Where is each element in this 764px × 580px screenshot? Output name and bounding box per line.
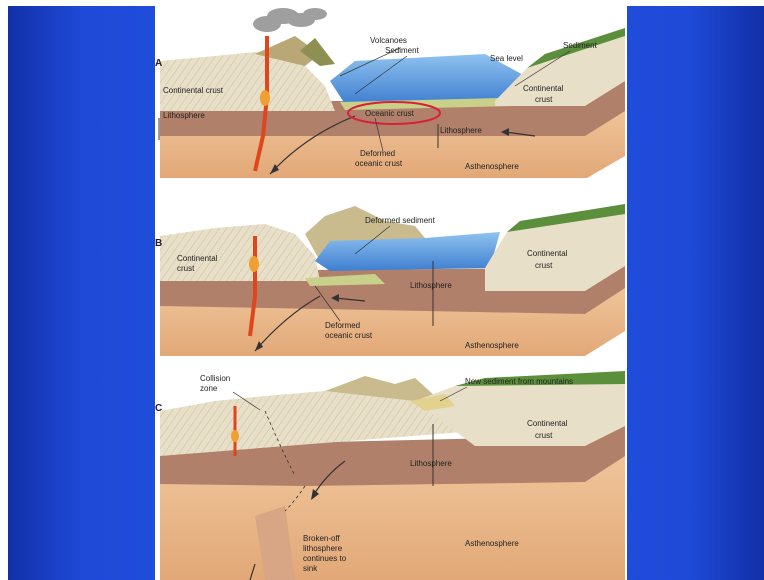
- label-collision-2: zone: [200, 384, 218, 393]
- panel-divider-1: [155, 182, 627, 185]
- label-sea-level: Sea level: [490, 54, 523, 63]
- label-continental-left-1: Continental: [177, 254, 218, 263]
- label-lithosphere-c: Lithosphere: [410, 459, 452, 468]
- label-continental-right-2: crust: [535, 261, 553, 270]
- label-deformed-sediment: Deformed sediment: [365, 216, 436, 225]
- label-continental-c-2: crust: [535, 431, 553, 440]
- panel-c-letter: C: [155, 403, 162, 414]
- diagram-slide: A Volcanoes Sediment Sediment Sea level …: [155, 6, 627, 580]
- label-lithosphere-b: Lithosphere: [410, 281, 452, 290]
- label-deformed-2: oceanic crust: [355, 159, 403, 168]
- panel-c: C Collision zone New sediment from mount…: [155, 371, 625, 580]
- label-continental-right-1: Continental: [527, 249, 568, 258]
- panel-a: A Volcanoes Sediment Sediment Sea level …: [155, 8, 625, 178]
- label-broken-2: lithosphere: [303, 544, 343, 553]
- label-sediment-right: Sediment: [563, 41, 598, 50]
- label-oceanic-crust: Oceanic crust: [365, 109, 415, 118]
- label-broken-4: sink: [303, 564, 318, 573]
- label-deformed-b-1: Deformed: [325, 321, 360, 330]
- label-continental-right-2: crust: [535, 95, 553, 104]
- label-continental-left-2: crust: [177, 264, 195, 273]
- magma-chamber: [260, 90, 270, 106]
- plate-collision-diagram: A Volcanoes Sediment Sediment Sea level …: [155, 6, 627, 580]
- label-volcanoes: Volcanoes: [370, 36, 407, 45]
- label-continental-c-1: Continental: [527, 419, 568, 428]
- label-asthenosphere-c: Asthenosphere: [465, 539, 519, 548]
- label-lithosphere-center: Lithosphere: [440, 126, 482, 135]
- magma-chamber: [249, 256, 259, 272]
- label-continental-right-1: Continental: [523, 84, 564, 93]
- label-lithosphere-left: Lithosphere: [163, 111, 205, 120]
- label-continental-crust-left: Continental crust: [163, 86, 224, 95]
- panel-divider-2: [155, 361, 627, 364]
- panel-a-letter: A: [155, 58, 162, 69]
- label-deformed-1: Deformed: [360, 149, 395, 158]
- label-broken-3: continues to: [303, 554, 347, 563]
- label-collision-1: Collision: [200, 374, 230, 383]
- label-deformed-b-2: oceanic crust: [325, 331, 373, 340]
- panel-b-letter: B: [155, 238, 162, 249]
- label-asthenosphere-b: Asthenosphere: [465, 341, 519, 350]
- label-new-sediment: New sediment from mountains: [465, 377, 573, 386]
- label-sediment: Sediment: [385, 46, 420, 55]
- magma-chamber: [231, 430, 239, 442]
- panel-b: B Deformed sediment Continental crust Co…: [155, 204, 625, 356]
- continental-crust-right: [415, 378, 625, 446]
- eruption-cloud: [253, 8, 327, 32]
- label-asthenosphere-a: Asthenosphere: [465, 162, 519, 171]
- label-broken-1: Broken-off: [303, 534, 341, 543]
